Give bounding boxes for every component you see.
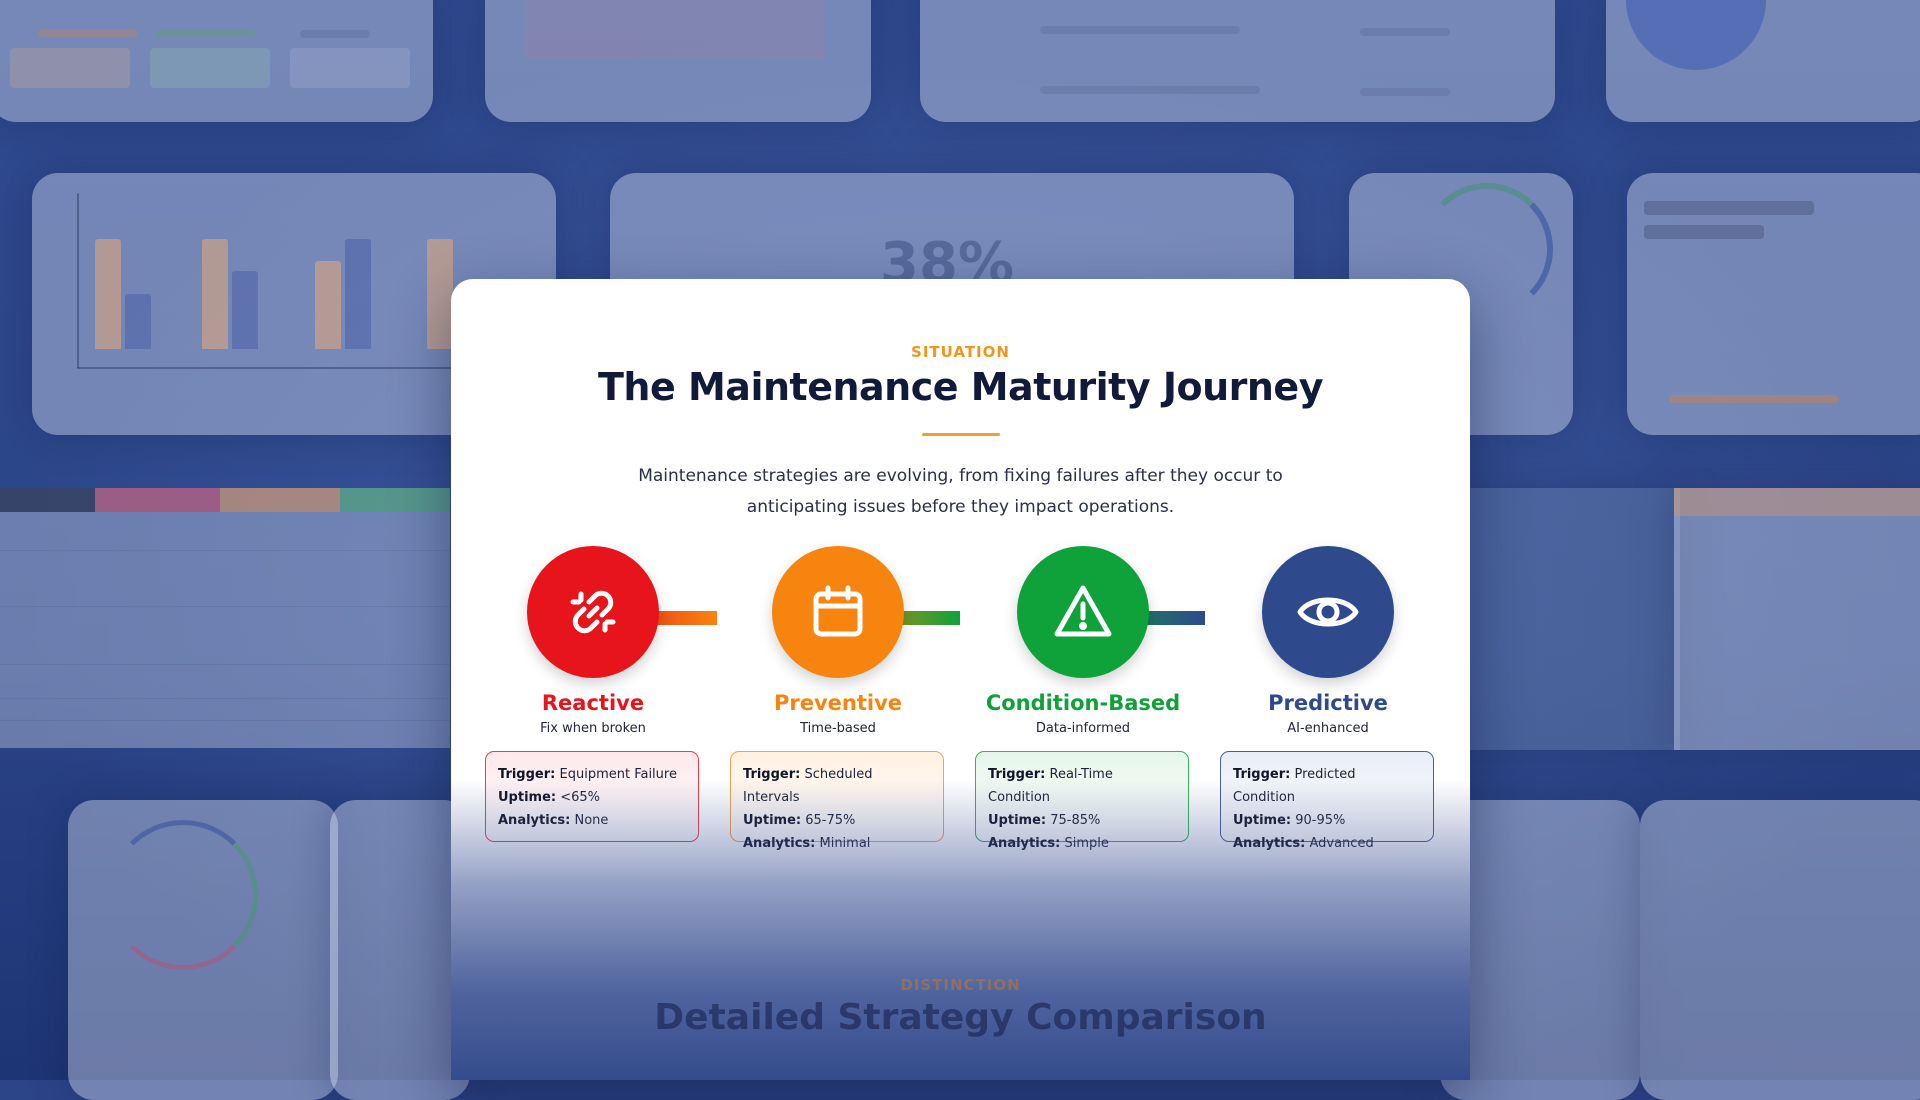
analytics-label: Analytics: — [743, 836, 815, 851]
ghost-card-mid-bottom — [330, 800, 470, 1100]
main-slide-card: SITUATION The Maintenance Maturity Journ… — [451, 279, 1470, 1080]
uptime-label: Uptime: — [988, 813, 1046, 828]
stage-predictive-name: Predictive — [1218, 691, 1438, 715]
calendar-icon — [806, 580, 870, 644]
uptime-label: Uptime: — [1233, 813, 1291, 828]
stage-reactive-info: Trigger: Equipment Failure Uptime: <65% … — [485, 751, 699, 842]
stage-condition-name: Condition-Based — [973, 691, 1193, 715]
trigger-label: Trigger: — [743, 767, 800, 782]
ghost-card-rings — [68, 800, 338, 1100]
stage-condition-circle — [1017, 546, 1149, 678]
section-eyebrow: SITUATION — [451, 343, 1470, 361]
stage-predictive-subtitle: AI-enhanced — [1218, 721, 1438, 736]
uptime-value: 65-75% — [805, 813, 855, 828]
analytics-value: Minimal — [819, 836, 870, 851]
stage-reactive-subtitle: Fix when broken — [483, 721, 703, 736]
analytics-label: Analytics: — [498, 813, 570, 828]
stage-reactive-circle — [527, 546, 659, 678]
stage-preventive-circle — [772, 546, 904, 678]
stage-preventive-subtitle: Time-based — [728, 721, 948, 736]
ghost-card-top-right — [1606, 0, 1920, 122]
ghost-card-right-list — [1674, 488, 1920, 750]
eye-icon — [1296, 580, 1360, 644]
stage-condition-subtitle: Data-informed — [973, 721, 1193, 736]
warning-icon — [1051, 580, 1115, 644]
next-section-title: Detailed Strategy Comparison — [451, 997, 1470, 1038]
section-description: Maintenance strategies are evolving, fro… — [591, 461, 1330, 523]
analytics-value: Simple — [1064, 836, 1108, 851]
ghost-card-value — [1627, 173, 1920, 435]
trigger-label: Trigger: — [1233, 767, 1290, 782]
broken-link-icon — [561, 580, 625, 644]
analytics-value: None — [574, 813, 608, 828]
ghost-card-bottom-far-right — [1640, 800, 1920, 1100]
uptime-label: Uptime: — [743, 813, 801, 828]
stage-preventive-info: Trigger: Scheduled Intervals Uptime: 65-… — [730, 751, 944, 842]
ghost-table-left — [0, 488, 450, 748]
stage-predictive-info: Trigger: Predicted Condition Uptime: 90-… — [1220, 751, 1434, 842]
ghost-card-photo — [1440, 488, 1680, 750]
stage-predictive-circle — [1262, 546, 1394, 678]
next-section-eyebrow: DISTINCTION — [451, 976, 1470, 994]
title-divider — [922, 433, 1000, 436]
uptime-value: <65% — [560, 790, 600, 805]
stage-preventive-name: Preventive — [728, 691, 948, 715]
analytics-label: Analytics: — [988, 836, 1060, 851]
trigger-value: Equipment Failure — [560, 767, 677, 782]
trigger-label: Trigger: — [498, 767, 555, 782]
uptime-label: Uptime: — [498, 790, 556, 805]
trigger-label: Trigger: — [988, 767, 1045, 782]
stage-condition-info: Trigger: Real-Time Condition Uptime: 75-… — [975, 751, 1189, 842]
uptime-value: 90-95% — [1295, 813, 1345, 828]
ghost-card-top-chart — [485, 0, 871, 122]
ghost-card-bottom-right — [1440, 800, 1640, 1100]
analytics-label: Analytics: — [1233, 836, 1305, 851]
ghost-card-top-left — [0, 0, 433, 122]
uptime-value: 75-85% — [1050, 813, 1100, 828]
analytics-value: Advanced — [1309, 836, 1373, 851]
section-title: The Maintenance Maturity Journey — [451, 365, 1470, 409]
stage-reactive-name: Reactive — [483, 691, 703, 715]
ghost-card-top-list — [920, 0, 1555, 122]
